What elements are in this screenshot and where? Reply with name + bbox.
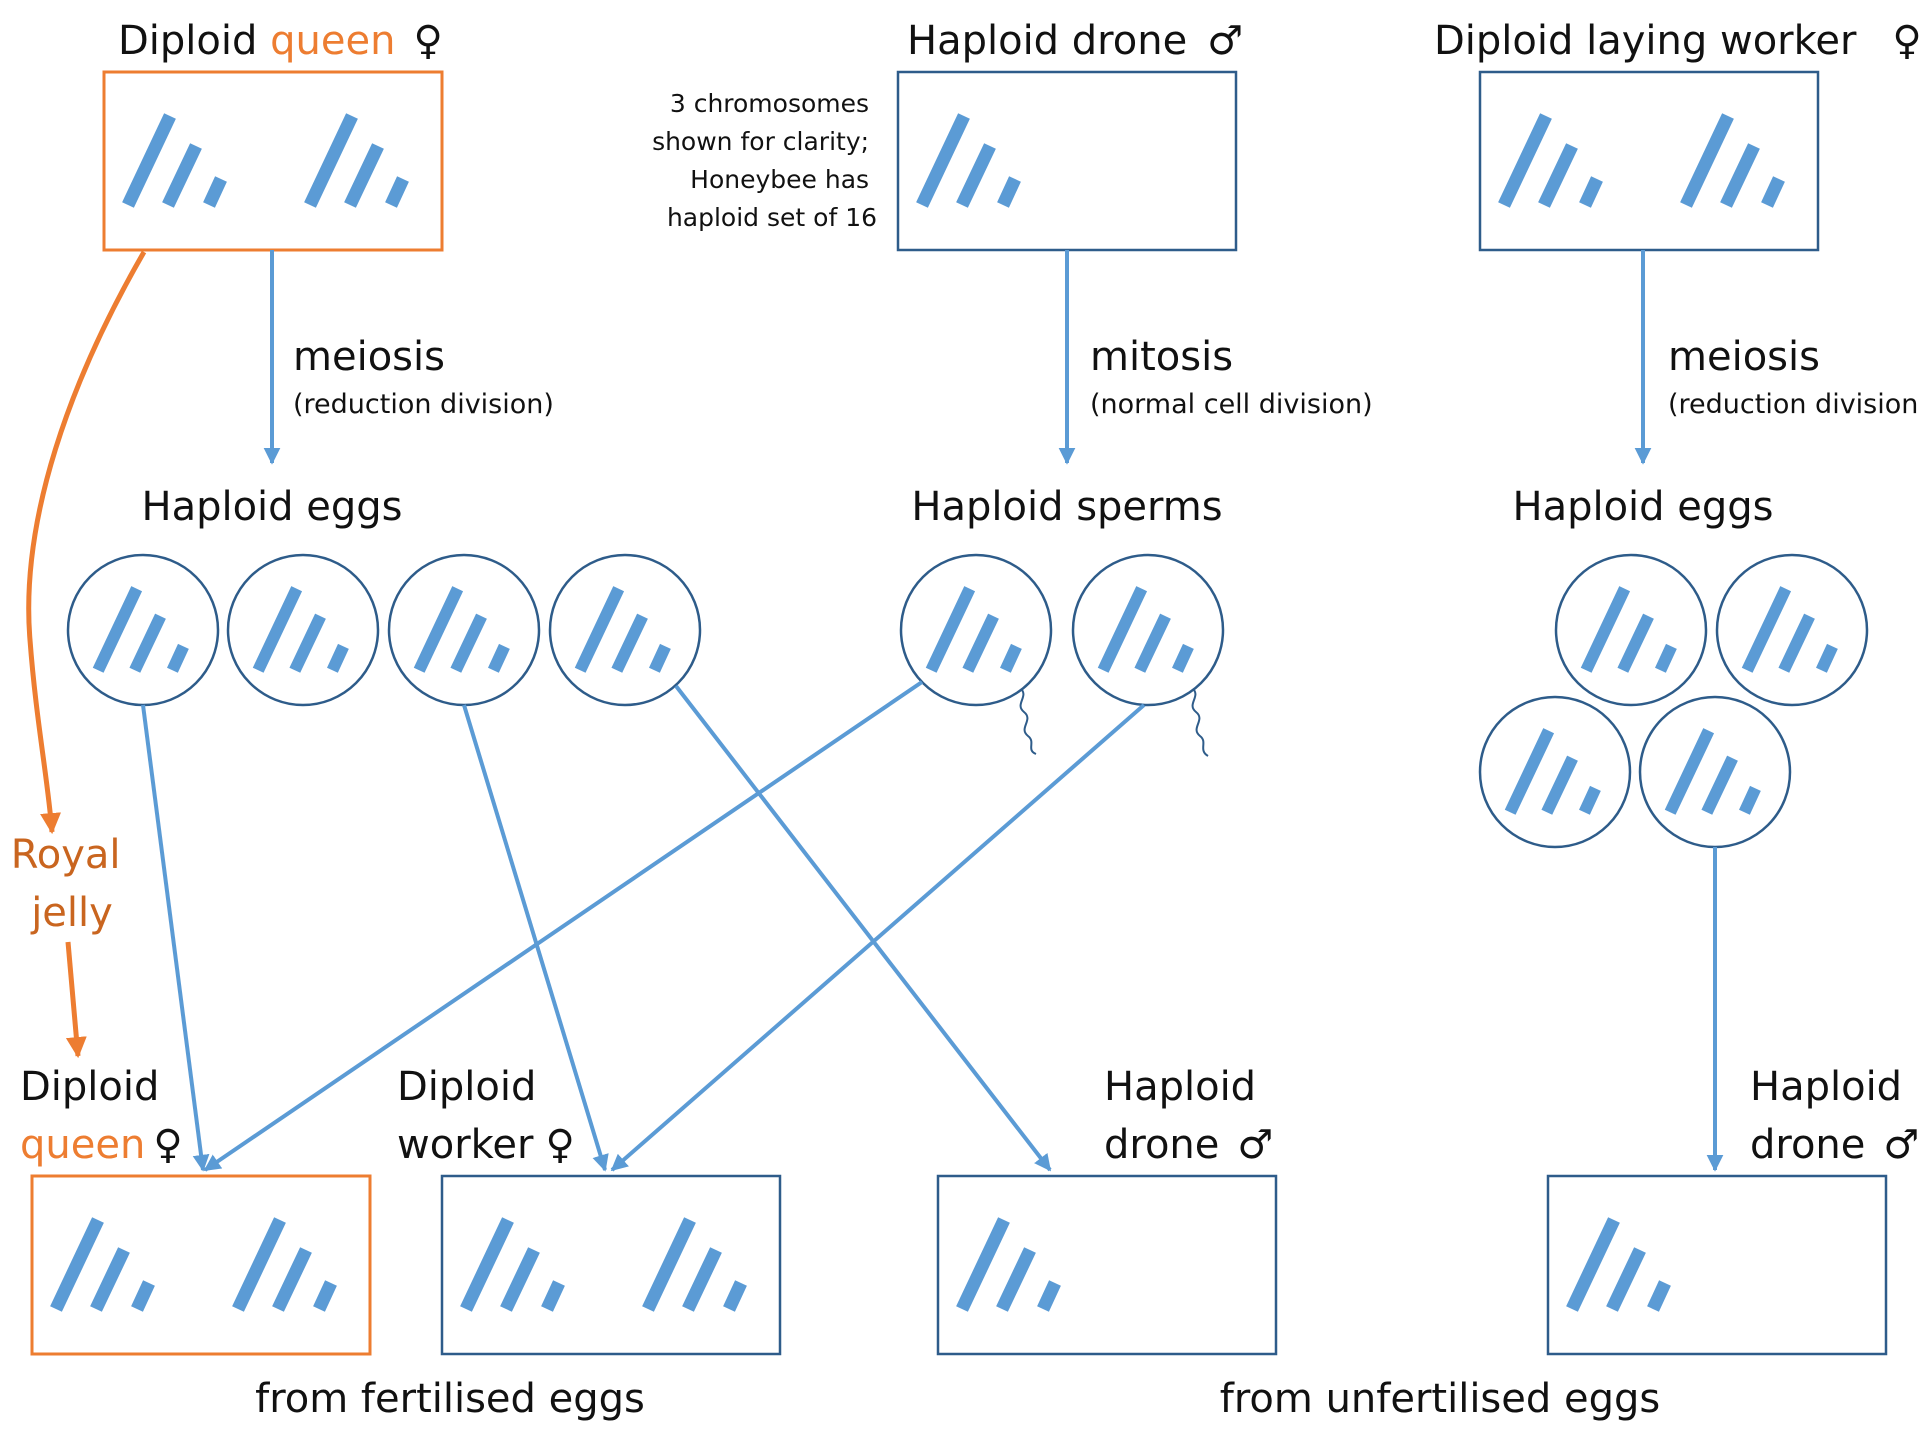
worker-egg-4: [1638, 695, 1792, 849]
chromosome-set: [1572, 1220, 1665, 1309]
meiosis-label-queen: meiosis: [293, 334, 445, 380]
queen-parent-label: Diploid queen♀: [118, 18, 443, 64]
offspring-queen-box: [30, 1174, 372, 1356]
offspring-drone-label-2: Haploid drone♂: [1750, 1064, 1919, 1168]
boxes: [30, 70, 1888, 1356]
worker-eggs-label: Haploid eggs: [1512, 484, 1773, 530]
egg-to-drone-arrow: [674, 684, 1052, 1172]
chromosome-set: [238, 1220, 331, 1309]
offspring-drone-label: Haploid drone♂: [1104, 1064, 1273, 1168]
laying-worker-parent-label: Diploid laying worker♀: [1434, 18, 1920, 64]
worker-egg-1: [1554, 553, 1708, 707]
sperms-label: Haploid sperms: [911, 484, 1222, 530]
offspring-drone-box-2: [1546, 1174, 1888, 1356]
queen-egg-1: [66, 553, 220, 707]
royal-jelly-label: Royal jelly: [11, 832, 133, 936]
gametes: [66, 553, 1869, 849]
sperm-to-worker-arrow: [610, 703, 1146, 1172]
queen-egg-3: [387, 553, 541, 707]
chromosome-set: [648, 1220, 741, 1309]
sperm-1: [899, 553, 1053, 755]
labels: Diploid queen♀ Haploid drone♂ Diploid la…: [11, 18, 1920, 1422]
chromosome-set: [128, 116, 221, 205]
worker-egg-3: [1478, 695, 1632, 849]
offspring-queen-label: Diploid queen♀: [20, 1064, 183, 1168]
mitosis-sublabel: (normal cell division): [1090, 389, 1373, 420]
chromosome-set: [962, 1220, 1055, 1309]
egg-to-queen-arrow: [141, 704, 210, 1172]
sperm-to-queen-arrow: [203, 680, 924, 1172]
offspring-worker-box: [440, 1174, 782, 1356]
meiosis-label-worker: meiosis: [1668, 334, 1820, 380]
queen-egg-4: [548, 553, 702, 707]
offspring-worker-label: Diploid worker♀: [397, 1064, 575, 1168]
unfertilised-eggs-caption: from unfertilised eggs: [1220, 1376, 1660, 1422]
royal-jelly-arrow-top: [26, 250, 147, 835]
chromosome-set: [310, 116, 403, 205]
drone-parent-label: Haploid drone♂: [907, 18, 1243, 64]
royal-jelly-arrow-bottom: [65, 941, 87, 1059]
queen-egg-2: [226, 553, 380, 707]
egg-to-worker-arrow: [462, 704, 609, 1172]
offspring-drone-box: [936, 1174, 1278, 1356]
chromosome-set: [466, 1220, 559, 1309]
chromosome-note: 3 chromosomes shown for clarity; Honeybe…: [652, 89, 877, 232]
queen-eggs-label: Haploid eggs: [141, 484, 402, 530]
meiosis-sublabel-worker: (reduction division): [1668, 389, 1920, 420]
laying-worker-parent-box: [1478, 70, 1820, 252]
fertilised-eggs-caption: from fertilised eggs: [255, 1376, 645, 1422]
chromosome-set: [56, 1220, 149, 1309]
arrows: [26, 250, 1724, 1172]
chromosome-set: [1504, 116, 1597, 205]
mitosis-label: mitosis: [1090, 334, 1233, 380]
chromosome-set: [1686, 116, 1779, 205]
meiosis-sublabel-queen: (reduction division): [293, 389, 554, 420]
sperm-2: [1071, 553, 1225, 757]
worker-egg-2: [1715, 553, 1869, 707]
chromosome-set: [922, 116, 1015, 205]
